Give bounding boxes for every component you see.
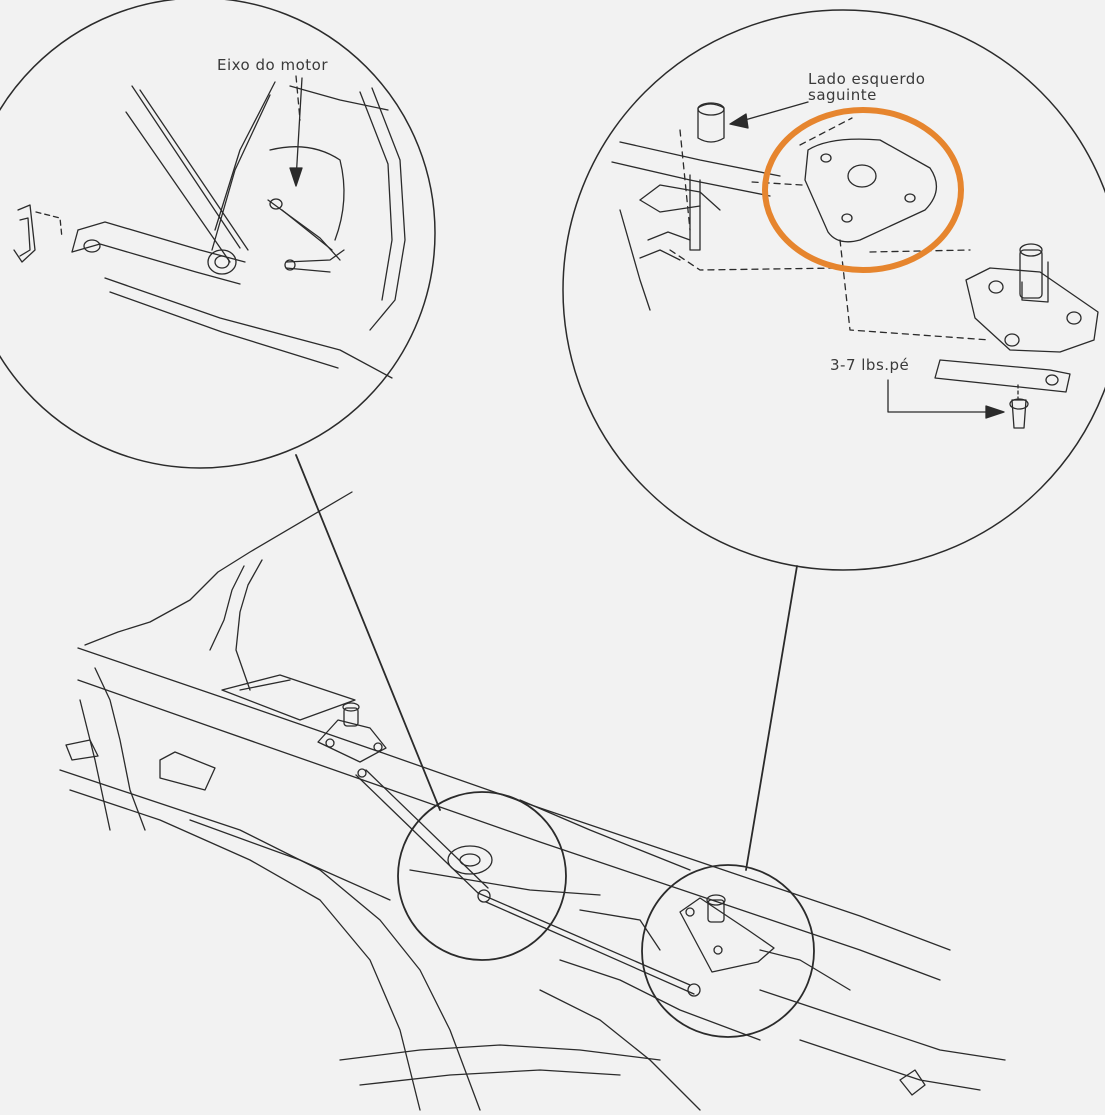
highlight-circle <box>762 107 964 273</box>
label-torque: 3-7 lbs.pé <box>830 356 910 374</box>
side-label-arrow <box>729 101 809 129</box>
pivot-detail-parts <box>611 102 1099 429</box>
label-left-side: Lado esquerdo saguinte <box>808 70 926 104</box>
linkage-arm <box>355 768 695 995</box>
detail-circle-motor <box>0 0 436 469</box>
motor-shaft-arrow <box>289 77 303 187</box>
label-left-side-line1: Lado esquerdo <box>808 70 926 88</box>
motor-detail-parts <box>13 75 406 379</box>
cowl-panel <box>59 491 1006 1111</box>
torque-arrow <box>887 379 1005 419</box>
leader-line-left <box>295 454 441 811</box>
leader-line-right <box>745 565 798 871</box>
zoom-circle-motor <box>397 791 567 961</box>
label-left-side-line2: saguinte <box>808 85 877 104</box>
right-pivot-assembly <box>679 894 775 997</box>
detail-circle-pivot <box>562 9 1105 571</box>
label-motor-shaft: Eixo do motor <box>217 56 328 74</box>
zoom-circle-pivot <box>641 864 815 1038</box>
left-pivot-assembly <box>317 702 387 763</box>
